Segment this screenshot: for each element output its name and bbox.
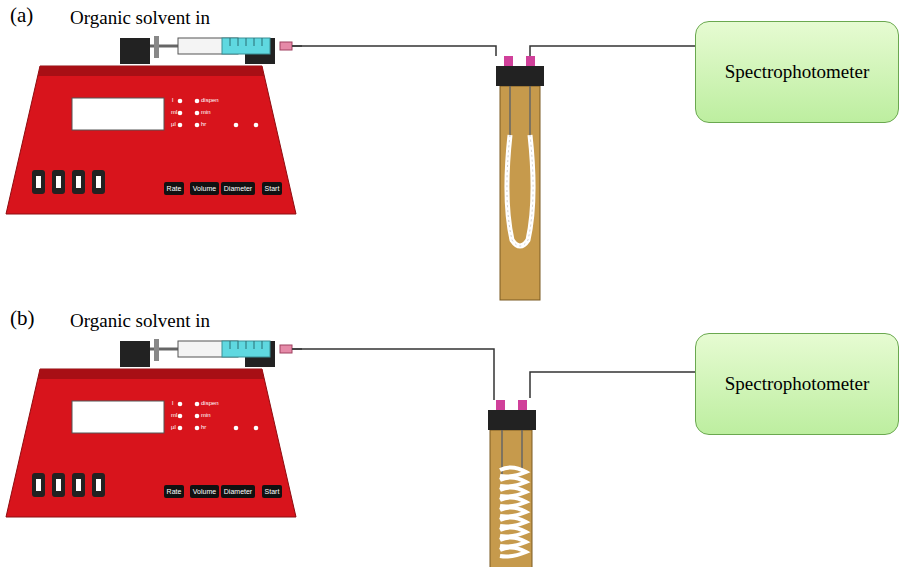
panel-title: Organic solvent in <box>70 311 210 332</box>
pump-button: Rate <box>164 182 184 195</box>
unit-text: µl <box>171 121 176 128</box>
panel-letter: (b) <box>10 307 35 330</box>
panel-title: Organic solvent in <box>70 8 210 29</box>
unit-text: dispen <box>201 400 219 407</box>
unit-text: min <box>201 109 211 116</box>
button-label: Volume <box>193 185 216 192</box>
pump-button: Diameter <box>221 485 255 498</box>
unit-text: l <box>172 400 173 407</box>
instrument-box: Spectrophotometer <box>695 333 899 435</box>
panel-letter: (a) <box>10 4 33 27</box>
button-label: Rate <box>167 488 182 495</box>
button-label: Diameter <box>224 488 252 495</box>
pump-button: Volume <box>190 182 219 195</box>
button-label: Start <box>265 488 280 495</box>
pump-button: Start <box>262 182 282 195</box>
unit-text: hr <box>201 121 206 128</box>
unit-text: ml <box>171 412 177 419</box>
box-label: Spectrophotometer <box>725 61 870 83</box>
box-label: Spectrophotometer <box>725 373 870 395</box>
button-label: Rate <box>167 185 182 192</box>
button-label: Diameter <box>224 185 252 192</box>
instrument-box: Spectrophotometer <box>695 21 899 123</box>
pump-button: Rate <box>164 485 184 498</box>
pump-button: Diameter <box>221 182 255 195</box>
button-label: Start <box>265 185 280 192</box>
pump-button: Volume <box>190 485 219 498</box>
unit-text: ml <box>171 109 177 116</box>
unit-text: l <box>172 97 173 104</box>
unit-text: min <box>201 412 211 419</box>
unit-text: dispen <box>201 97 219 104</box>
pump-button: Start <box>262 485 282 498</box>
unit-text: µl <box>171 424 176 431</box>
unit-text: hr <box>201 424 206 431</box>
button-label: Volume <box>193 488 216 495</box>
